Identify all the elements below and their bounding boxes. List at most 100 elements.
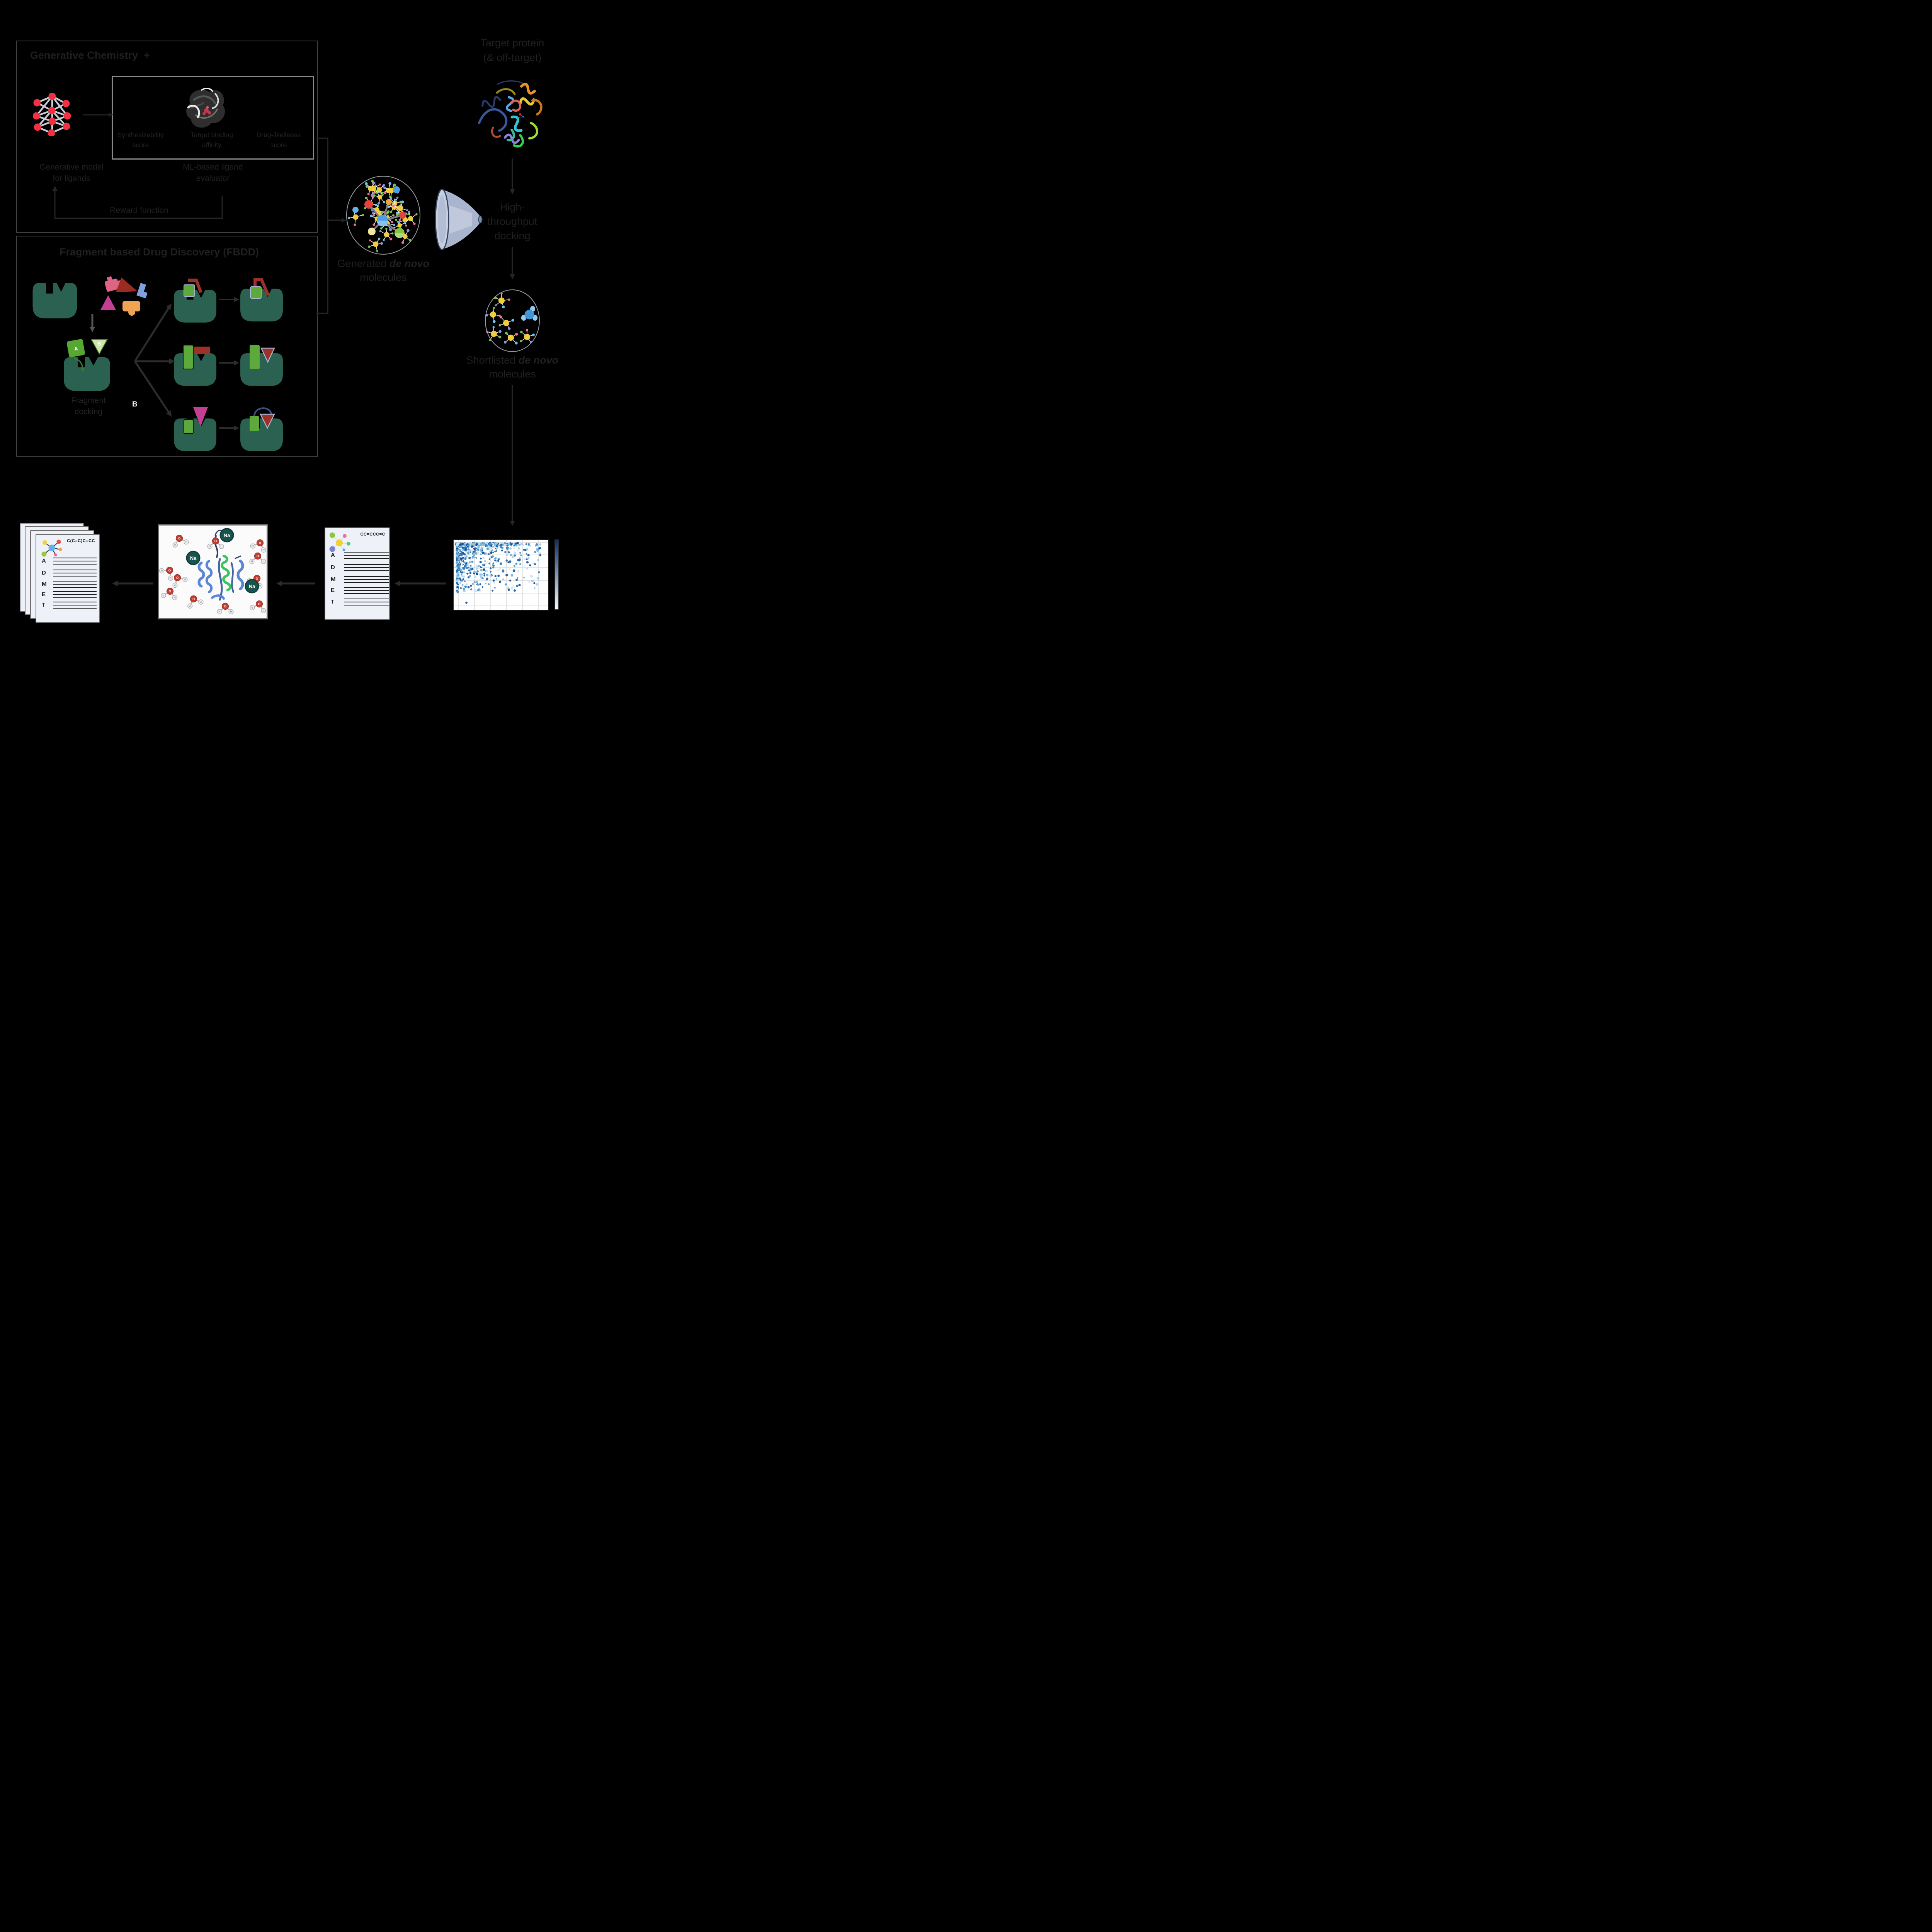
fragment-magenta-triangle	[100, 295, 116, 310]
h-label: H	[259, 584, 261, 587]
score-drug-likeliness: Drug-likeliness score	[256, 131, 301, 149]
shortlisted-down-arrow	[510, 385, 515, 526]
o-label: O	[214, 539, 217, 543]
text-line	[344, 555, 389, 556]
reward-loop-arrow	[52, 186, 223, 219]
magenta-triangle-fragment	[193, 407, 208, 427]
row3-arrow	[219, 425, 239, 431]
bound-ligand-sticks	[517, 113, 524, 119]
water-molecule: HHO	[250, 600, 266, 614]
scatter-colorbar	[554, 539, 559, 610]
smiles-string: C(C=C)C=CC	[67, 539, 95, 543]
text-line	[53, 587, 97, 588]
sodium-ion: Na	[186, 551, 201, 565]
fragment-docking-label: Fragment docking	[71, 396, 106, 416]
text-line	[53, 594, 97, 595]
o-label: O	[257, 554, 259, 558]
na-label: Na	[224, 532, 230, 538]
h-label: H	[185, 541, 188, 544]
ligand-marker	[202, 106, 211, 115]
text-line	[344, 552, 389, 553]
fragment-orange	[122, 301, 140, 316]
red-linker	[253, 278, 270, 296]
text-line	[53, 591, 97, 592]
green-fragment	[250, 416, 259, 431]
text-line	[344, 587, 389, 588]
docking-score-scatter-plot	[453, 539, 549, 611]
score-target-binding: Target binding affinity	[190, 131, 233, 149]
fan-arrow-middle	[135, 358, 175, 364]
sodium-ion: Na	[219, 528, 234, 543]
md-protein-structure	[197, 529, 244, 601]
text-line	[344, 582, 389, 583]
fbdd-title: Fragment based Drug Discovery (FBDD)	[59, 246, 259, 258]
molecule-icon	[41, 539, 62, 557]
na-label: Na	[190, 555, 197, 561]
text-line	[344, 579, 389, 580]
text-line	[344, 576, 389, 577]
complex-link-after	[240, 407, 283, 451]
target-protein-structure-image	[478, 80, 543, 148]
h-label: H	[189, 605, 192, 608]
molecule-icon	[329, 532, 350, 552]
water-molecule: H H O	[172, 534, 189, 548]
admet-letter: A	[331, 552, 335, 558]
scatter-points	[455, 542, 542, 604]
text-line	[53, 584, 97, 585]
text-line	[344, 564, 389, 565]
htd-down-arrow	[510, 247, 515, 279]
text-line	[344, 570, 389, 571]
linker-arc	[253, 407, 272, 417]
water-molecule: HHO	[161, 587, 177, 600]
text-line	[344, 593, 389, 594]
nn-to-evaluator-arrow	[83, 112, 113, 117]
fbdd-panel	[16, 236, 318, 457]
text-line	[53, 564, 97, 565]
admet-letter: T	[331, 599, 335, 605]
water-molecule: HHO	[159, 566, 173, 581]
docking-curved-arrow	[74, 358, 85, 372]
scatter-to-doc-arrow	[395, 580, 446, 587]
green-fragment	[184, 419, 194, 434]
red-triangle-fragment	[259, 413, 276, 429]
red-linker	[188, 279, 202, 293]
evaluator-protein-image	[186, 88, 225, 128]
sim-to-stack-arrow	[112, 580, 153, 587]
circle-outline	[485, 289, 540, 352]
complex-merge-before	[174, 345, 216, 386]
protein-pocket-icon	[32, 283, 77, 318]
merge-bracket	[316, 138, 328, 314]
h-label: H	[263, 560, 265, 563]
text-line	[53, 597, 97, 598]
h-label: H	[219, 611, 221, 613]
fragment-b-label: B	[97, 341, 101, 347]
fragment-dark-red-triangle	[116, 277, 138, 292]
h-label: H	[162, 594, 165, 597]
water-molecule: HHO	[187, 595, 204, 609]
fragment-docking-scene: A B	[64, 339, 110, 391]
generative-chemistry-title: Generative Chemistry +	[30, 49, 150, 61]
merge-arrow	[328, 218, 346, 223]
fragment-a-label: A	[74, 345, 78, 352]
row2-arrow	[219, 360, 239, 366]
h-label: H	[251, 606, 254, 609]
red-triangle-fragment	[260, 347, 275, 363]
h-label: H	[174, 544, 177, 547]
h-label: H	[173, 596, 176, 599]
ligand-evaluator-box	[112, 76, 314, 160]
reward-function-label: Reward function	[110, 206, 168, 215]
smiles-string: CC=CCC=C	[360, 532, 385, 537]
green-fragment	[184, 284, 195, 297]
red-fragment	[193, 347, 210, 354]
complex-merge-after	[240, 345, 283, 386]
o-label: O	[178, 536, 181, 540]
text-line	[344, 558, 389, 559]
o-label: O	[175, 576, 179, 580]
h-label: H	[230, 611, 232, 613]
admet-letter: E	[331, 587, 335, 594]
